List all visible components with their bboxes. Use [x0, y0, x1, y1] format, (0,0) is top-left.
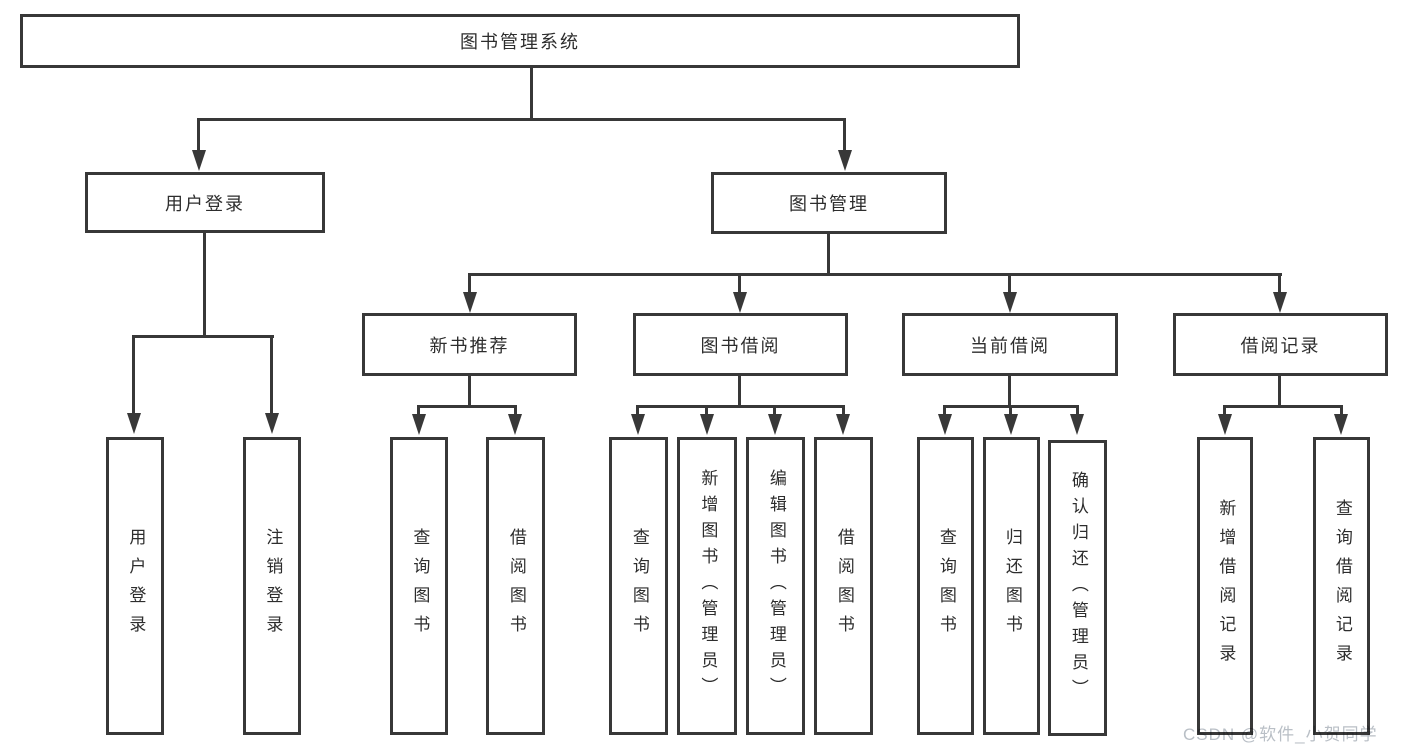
arrowhead-down-icon	[631, 414, 645, 435]
connector	[530, 68, 533, 120]
connector	[1223, 405, 1343, 408]
leaf-user-login: 用户登录	[106, 437, 164, 735]
node-new-book-recommendation-label: 新书推荐	[429, 335, 510, 356]
leaf-borrow-books: 借阅图书	[486, 437, 545, 735]
connector	[1278, 273, 1281, 294]
connector	[827, 234, 830, 275]
arrowhead-down-icon	[1070, 414, 1084, 435]
leaf-logout-login: 注销登录	[243, 437, 301, 735]
node-current-borrowing-label: 当前借阅	[970, 335, 1050, 356]
arrowhead-down-icon	[838, 150, 852, 171]
node-library-system: 图书管理系统	[20, 14, 1020, 68]
leaf-query-books-2-label: 查询图书	[629, 528, 649, 644]
leaf-add-borrow-record-label: 新增借阅记录	[1216, 499, 1236, 673]
connector	[468, 376, 471, 407]
connector	[1008, 376, 1011, 407]
arrowhead-down-icon	[938, 414, 952, 435]
arrowhead-down-icon	[733, 292, 747, 313]
arrowhead-down-icon	[508, 414, 522, 435]
arrowhead-down-icon	[836, 414, 850, 435]
leaf-user-login-label: 用户登录	[126, 528, 146, 644]
connector	[1278, 376, 1281, 407]
leaf-query-books-2: 查询图书	[609, 437, 668, 735]
connector	[197, 118, 846, 121]
arrowhead-down-icon	[1003, 292, 1017, 313]
connector	[197, 118, 200, 151]
connector	[773, 405, 776, 415]
leaf-query-borrow-record: 查询借阅记录	[1313, 437, 1370, 735]
connector	[514, 405, 517, 415]
connector	[705, 405, 708, 415]
node-user-login: 用户登录	[85, 172, 325, 233]
connector	[1340, 405, 1343, 415]
arrowhead-down-icon	[1273, 292, 1287, 313]
leaf-return-books: 归还图书	[983, 437, 1040, 735]
node-book-borrowing-label: 图书借阅	[700, 335, 781, 356]
connector	[738, 376, 741, 407]
connector	[1076, 405, 1079, 415]
connector	[636, 405, 845, 408]
arrowhead-down-icon	[1004, 414, 1018, 435]
leaf-borrow-books-2-label: 借阅图书	[834, 528, 854, 644]
node-current-borrowing: 当前借阅	[902, 313, 1118, 376]
node-borrowing-records: 借阅记录	[1173, 313, 1388, 376]
connector	[203, 233, 206, 337]
leaf-add-books-admin: 新增图书（管理员）	[677, 437, 737, 735]
leaf-add-books-admin-label: 新增图书（管理员）	[698, 469, 718, 703]
leaf-query-borrow-record-label: 查询借阅记录	[1332, 499, 1352, 673]
connector	[270, 335, 273, 414]
arrowhead-down-icon	[1334, 414, 1348, 435]
arrowhead-down-icon	[463, 292, 477, 313]
connector	[636, 405, 639, 415]
watermark: CSDN @软件_小贺同学	[1183, 725, 1378, 744]
connector	[468, 273, 1282, 276]
leaf-edit-books-admin: 编辑图书（管理员）	[746, 437, 805, 735]
connector	[738, 273, 741, 294]
connector	[1008, 273, 1011, 294]
leaf-logout-login-label: 注销登录	[263, 528, 283, 644]
node-book-borrowing: 图书借阅	[633, 313, 848, 376]
node-book-management-label: 图书管理	[789, 194, 869, 214]
node-new-book-recommendation: 新书推荐	[362, 313, 577, 376]
arrowhead-down-icon	[412, 414, 426, 435]
arrowhead-down-icon	[1218, 414, 1232, 435]
leaf-confirm-return-admin-label: 确认归还（管理员）	[1068, 471, 1088, 705]
leaf-edit-books-admin-label: 编辑图书（管理员）	[766, 469, 786, 703]
leaf-return-books-label: 归还图书	[1002, 528, 1022, 644]
node-borrowing-records-label: 借阅记录	[1240, 335, 1321, 356]
node-library-system-label: 图书管理系统	[460, 32, 580, 52]
connector	[842, 405, 845, 415]
connector	[468, 273, 471, 294]
arrowhead-down-icon	[127, 413, 141, 434]
connector	[1223, 405, 1226, 415]
leaf-query-books-3-label: 查询图书	[936, 528, 956, 644]
connector	[1009, 405, 1012, 415]
leaf-borrow-books-label: 借阅图书	[506, 528, 526, 644]
node-user-login-label: 用户登录	[165, 193, 245, 214]
leaf-borrow-books-2: 借阅图书	[814, 437, 873, 735]
arrowhead-down-icon	[192, 150, 206, 171]
arrowhead-down-icon	[265, 413, 279, 434]
connector	[843, 118, 846, 151]
leaf-confirm-return-admin: 确认归还（管理员）	[1048, 440, 1107, 736]
connector	[943, 405, 946, 415]
leaf-add-borrow-record: 新增借阅记录	[1197, 437, 1253, 735]
leaf-query-books: 查询图书	[390, 437, 448, 735]
connector	[132, 335, 135, 414]
connector	[132, 335, 274, 338]
leaf-query-books-3: 查询图书	[917, 437, 974, 735]
arrowhead-down-icon	[700, 414, 714, 435]
connector	[417, 405, 517, 408]
node-book-management: 图书管理	[711, 172, 947, 234]
connector	[417, 405, 420, 415]
arrowhead-down-icon	[768, 414, 782, 435]
leaf-query-books-label: 查询图书	[410, 528, 430, 644]
